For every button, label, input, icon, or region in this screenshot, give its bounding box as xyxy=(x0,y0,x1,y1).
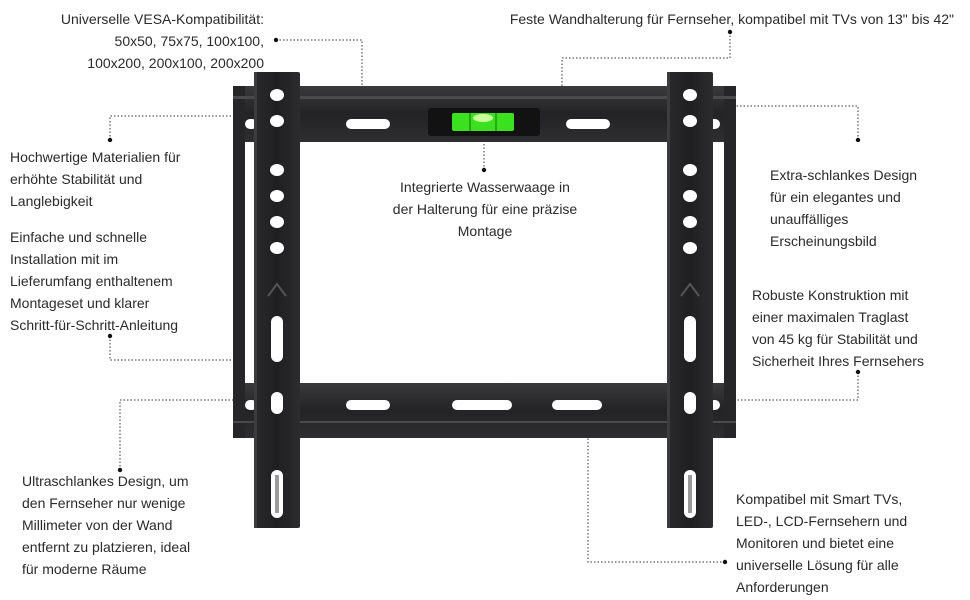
chevron-logo-icon xyxy=(680,282,700,297)
materials-note: Hochwertige Materialien für erhöhte Stab… xyxy=(10,149,181,209)
chevron-logo-icon xyxy=(267,282,287,297)
installation-note: Einfache und schnelle Installation mit i… xyxy=(10,229,179,333)
spirit-level-note: Integrierte Wasserwaage in der Halterung… xyxy=(392,179,578,239)
compatibility-note: Kompatibel mit Smart TVs, LED-, LCD-Fern… xyxy=(736,491,908,595)
vesa-compatibility-note: Universelle VESA-Kompatibilität: 50x50, … xyxy=(60,11,264,71)
slim-design-note: Extra-schlankes Design für ein elegantes… xyxy=(770,167,918,249)
ultraslim-design-note: Ultraschlankes Design, um den Fernseher … xyxy=(22,473,191,577)
bubble-level-icon xyxy=(428,108,540,136)
right-vertical-arm xyxy=(667,72,713,528)
wall-mount-note: Feste Wandhalterung für Fernseher, kompa… xyxy=(509,11,954,27)
left-vertical-arm xyxy=(254,72,300,528)
leader-lines xyxy=(109,32,859,563)
robust-construction-note: Robuste Konstruktion mit einer maximalen… xyxy=(752,287,924,369)
leader-dots xyxy=(107,29,861,565)
wall-plate xyxy=(233,86,736,438)
